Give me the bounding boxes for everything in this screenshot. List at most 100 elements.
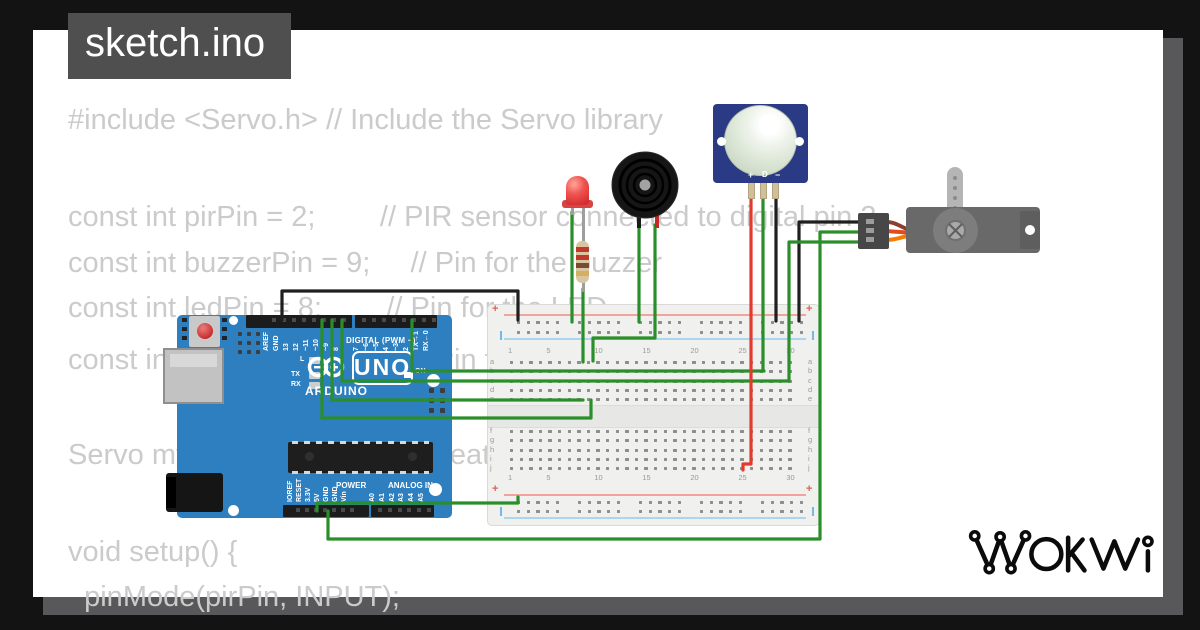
breadboard-column-number: 10 [594, 473, 603, 482]
breadboard-hole [711, 458, 715, 462]
breadboard-hole [586, 398, 591, 402]
breadboard-column-number: 5 [546, 346, 551, 355]
breadboard-hole [597, 321, 601, 325]
breadboard-hole [558, 449, 562, 453]
breadboard-hole [606, 361, 610, 365]
breadboard-hole [558, 389, 562, 393]
breadboard-hole [596, 398, 600, 402]
breadboard-plus-marker: + [806, 483, 813, 495]
status-led-label: RX [291, 381, 301, 388]
breadboard-row-letter: h [490, 445, 495, 454]
breadboard-hole [648, 510, 653, 514]
header-pin [332, 508, 336, 512]
breadboard-hole [597, 331, 601, 335]
breadboard-hole [759, 389, 763, 393]
breadboard-hole [634, 467, 639, 471]
breadboard-hole [586, 467, 591, 471]
breadboard-hole [770, 331, 775, 335]
servo-horn-hole [953, 196, 957, 200]
breadboard-hole [769, 430, 773, 434]
reset-contact [222, 336, 227, 340]
logo-i-dot [1142, 535, 1154, 548]
breadboard-hole [778, 458, 783, 462]
breadboard-row-letter: h [808, 445, 813, 454]
wire-pin2-pir-signal [410, 318, 766, 373]
breadboard-hole [538, 430, 543, 434]
pir-mount-hole [795, 137, 804, 146]
breadboard-hole [682, 458, 687, 462]
breadboard-column-number: 30 [786, 473, 795, 482]
breadboard-hole [639, 331, 643, 335]
breadboard-hole [682, 467, 687, 471]
breadboard-hole [721, 449, 725, 453]
breadboard-hole [702, 467, 706, 471]
breadboard-hole [663, 430, 667, 434]
breadboard-hole [558, 458, 562, 462]
reset-contact [182, 318, 187, 322]
pin-cluster-dot [238, 341, 242, 345]
wire-servo-gnd [797, 220, 863, 323]
breadboard-hole [596, 467, 600, 471]
breadboard-hole [673, 458, 677, 462]
breadboard-hole [673, 398, 677, 402]
breadboard-hole [769, 458, 773, 462]
breadboard-hole [730, 361, 735, 365]
breadboard-hole [780, 501, 784, 505]
code-line: pinMode(pirPin, INPUT); [68, 581, 400, 613]
breadboard-hole [677, 331, 682, 335]
breadboard-hole [692, 439, 696, 443]
breadboard-hole [558, 430, 562, 434]
breadboard-hole [799, 331, 804, 335]
servo-mount-tab [1020, 211, 1040, 249]
breadboard-column-number: 15 [642, 346, 651, 355]
breadboard-hole [578, 331, 582, 335]
breadboard-hole [548, 449, 552, 453]
breadboard-hole [536, 510, 540, 514]
digital-pwm-label: DIGITAL (PWM ~) [346, 336, 416, 345]
breadboard-hole [770, 321, 775, 325]
pir-mount-hole [717, 137, 726, 146]
logo-letter-k [1065, 535, 1087, 573]
breadboard-hole [702, 449, 706, 453]
icsp-pin [440, 408, 445, 413]
breadboard-hole [658, 321, 662, 325]
pin-cluster-dot [247, 332, 251, 336]
breadboard-hole [769, 389, 773, 393]
header-pin [341, 508, 345, 512]
breadboard-hole [526, 501, 531, 505]
buzzer-ring [618, 158, 672, 212]
servo-screw-cross-icon [948, 223, 963, 238]
breadboard-hole [538, 467, 543, 471]
breadboard-hole [654, 467, 658, 471]
breadboard-hole [682, 389, 687, 393]
breadboard-hole [625, 439, 629, 443]
logo-node [994, 530, 1007, 543]
breadboard-hole [702, 458, 706, 462]
breadboard-hole [639, 501, 643, 505]
breadboard-row-letter: j [490, 463, 492, 472]
breadboard-hole [644, 361, 648, 365]
breadboard-hole [538, 361, 543, 365]
header-pin [378, 508, 382, 512]
header-pin [282, 318, 286, 322]
breadboard-hole [761, 510, 765, 514]
breadboard-hole [596, 361, 600, 365]
power-jack-face [166, 477, 176, 508]
breadboard-hole [658, 331, 662, 335]
breadboard-hole [555, 510, 560, 514]
breadboard-hole [700, 501, 704, 505]
breadboard-hole [673, 449, 677, 453]
pir-pin-label: D [762, 170, 768, 179]
servo-mount-hole [1025, 225, 1035, 235]
breadboard-row-letter: d [808, 385, 813, 394]
header-pin [388, 508, 392, 512]
breadboard-hole [644, 467, 648, 471]
breadboard-hole [738, 510, 743, 514]
breadboard-hole [673, 361, 677, 365]
breadboard-hole [761, 501, 765, 505]
breadboard-hole [730, 458, 735, 462]
breadboard-hole [658, 501, 662, 505]
breadboard-hole [711, 361, 715, 365]
breadboard-hole [625, 398, 629, 402]
on-led-square [404, 372, 412, 378]
